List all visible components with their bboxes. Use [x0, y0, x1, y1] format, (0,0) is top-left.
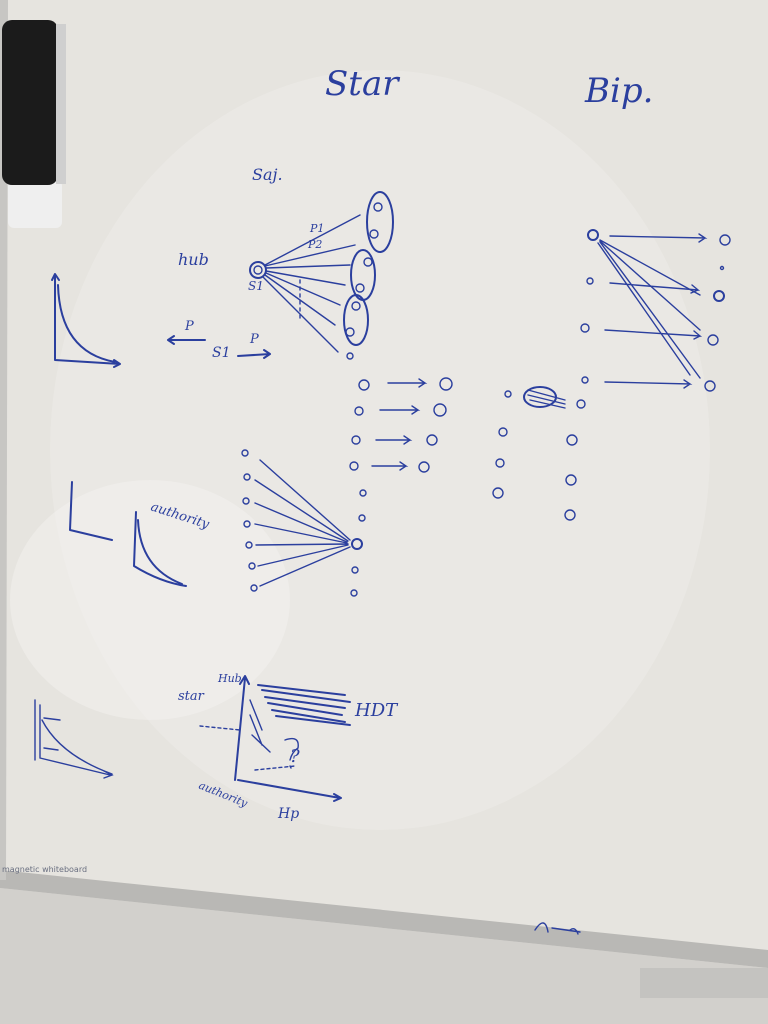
brand-label: magnetic whiteboard: [2, 865, 87, 874]
label-p2: P2: [307, 238, 322, 251]
eraser[interactable]: [2, 20, 66, 228]
label-hub: hub: [178, 250, 209, 269]
label-bottom-hp: Hp: [277, 806, 299, 822]
label-bottom-hub: Hub: [217, 672, 242, 685]
s1-arrows: [167, 335, 271, 359]
label-p1: P1: [309, 222, 324, 235]
mini-axis-chart-top: [51, 273, 121, 368]
board-frame-left: [0, 0, 8, 880]
star-pairs: [349, 377, 453, 522]
bipartite-diagram: [492, 229, 731, 521]
label-saj: Saj.: [252, 165, 283, 184]
bottom-scribble: [534, 922, 581, 935]
label-bottom-question: ?: [290, 746, 300, 767]
title-star: Star: [325, 64, 400, 104]
label-s1: S1: [248, 279, 264, 293]
marker-tray: [640, 968, 768, 998]
bottom-sketch-chart: [34, 675, 351, 802]
label-s1-mid: S1: [212, 345, 231, 361]
label-p-left: P: [184, 319, 194, 334]
star-hub-diagram: [249, 191, 394, 360]
title-bip: Bip.: [584, 71, 653, 111]
authority-fan-in: [241, 449, 363, 597]
label-p-right: P: [249, 332, 259, 347]
label-bottom-hdt: HDT: [354, 700, 399, 721]
label-bottom-star: star: [178, 689, 205, 704]
board-frame-bottom: [0, 870, 768, 968]
mini-axis-chart-middle: [69, 481, 187, 587]
